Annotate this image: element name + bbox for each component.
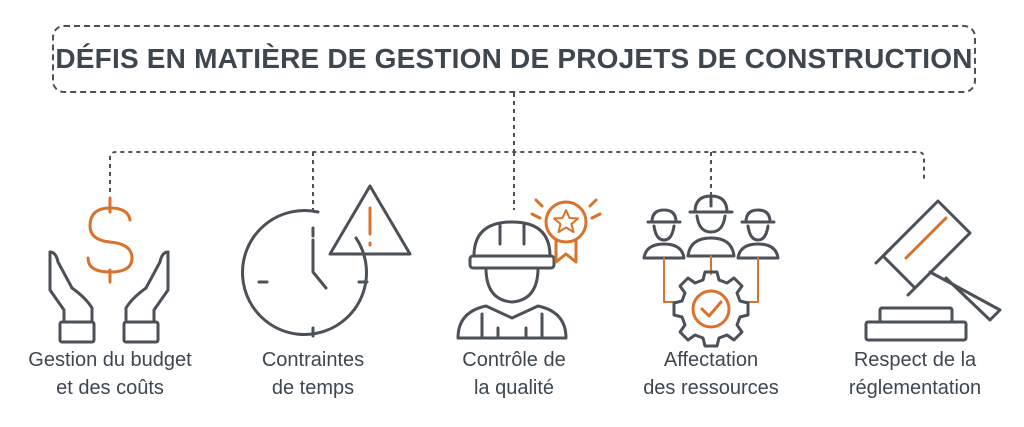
gavel-icon: [864, 199, 1002, 342]
item-resources: Affectation des ressources: [611, 346, 811, 402]
worker-badge-icon: [456, 198, 602, 340]
item-budget-line2: et des coûts: [56, 377, 164, 399]
connector-lines: [109, 93, 925, 210]
item-budget: Gestion du budget et des coûts: [10, 346, 210, 402]
dollar-hands-icon: [48, 196, 170, 344]
item-regulation-line2: réglementation: [848, 377, 982, 399]
diagram-title: DÉFIS EN MATIÈRE DE GESTION DE PROJETS D…: [55, 43, 973, 74]
item-time-line1: Contraintes: [261, 349, 365, 371]
item-quality-line1: Contrôle de: [462, 349, 566, 371]
item-budget-line1: Gestion du budget: [28, 349, 192, 371]
item-time-line2: de temps: [271, 377, 355, 399]
item-regulation: Respect de la réglementation: [815, 346, 1015, 402]
team-gear-icon: [642, 194, 780, 348]
item-regulation-line1: Respect de la: [853, 349, 977, 371]
title-box: DÉFIS EN MATIÈRE DE GESTION DE PROJETS D…: [52, 25, 976, 93]
item-resources-line2: des ressources: [643, 377, 779, 399]
item-quality: Contrôle de la qualité: [414, 346, 614, 402]
item-time: Contraintes de temps: [213, 346, 413, 402]
item-resources-line1: Affectation: [663, 349, 759, 371]
dollar-sign-icon: [86, 196, 134, 284]
clock-warning-icon: [241, 184, 412, 338]
item-quality-line2: la qualité: [473, 377, 555, 399]
